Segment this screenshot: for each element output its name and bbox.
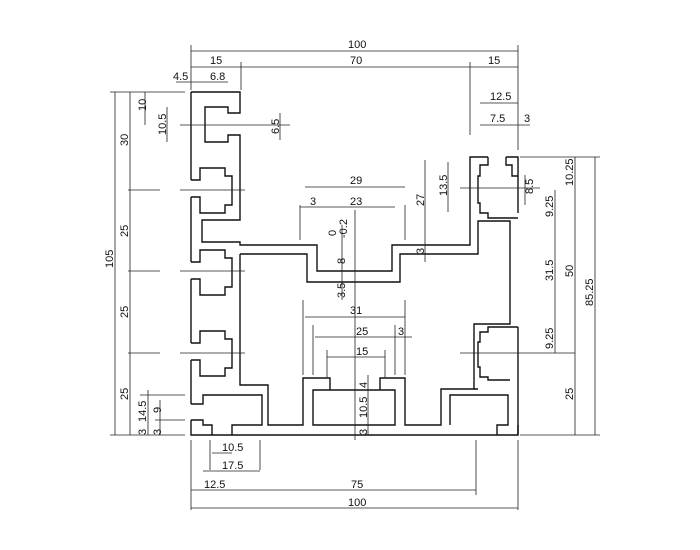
dim-9: 9: [152, 407, 164, 413]
dim-15-left: 15: [210, 55, 222, 67]
dim-31-5: 31.5: [544, 260, 556, 281]
dim-31: 31: [350, 305, 362, 317]
aluminium-profile-outline: [190, 91, 519, 436]
dim-27: 27: [415, 194, 427, 206]
dim-25-center: 25: [356, 326, 368, 338]
dim-9-25-b: 9.25: [544, 328, 556, 349]
dim-3-center-top: 3: [310, 196, 316, 208]
dim-50: 50: [564, 265, 576, 277]
dim-10-25: 10.25: [564, 158, 576, 186]
bottom-left-slot: [191, 394, 263, 435]
dim-8: 8: [336, 258, 348, 264]
center-bottom-slot: [312, 389, 396, 426]
left-slot-2: [191, 249, 233, 296]
tolerance-upper: 0: [327, 230, 339, 236]
dim-25-c: 25: [119, 388, 131, 400]
dim-10-5-center: 10.5: [358, 397, 370, 418]
construction-lines: [110, 45, 600, 510]
dim-6-8: 6.8: [210, 71, 225, 83]
dim-4: 4: [358, 382, 370, 388]
dim-17-5: 17.5: [222, 460, 243, 472]
dim-overall-width-top: 100: [348, 39, 366, 51]
left-slot-3: [191, 330, 233, 377]
dimension-labels: 100 15 70 15 4.5 6.8 12.5 7.5 3 105 30 2…: [104, 39, 596, 509]
dim-4-5: 4.5: [173, 71, 188, 83]
tolerance-lower: -0.2: [338, 219, 350, 238]
dim-23: 23: [350, 196, 362, 208]
dim-3-center-base: 3: [358, 429, 370, 435]
dim-10-5-bottom: 10.5: [222, 442, 243, 454]
dim-14-5: 14.5: [137, 401, 149, 422]
dim-70: 70: [350, 55, 362, 67]
dim-3-5: 3.5: [336, 283, 348, 298]
left-slot-1: [191, 167, 233, 214]
left-column-inner-edge: [239, 220, 511, 426]
dim-6-5: 6.5: [270, 119, 282, 134]
dim-3-center-bottom: 3: [398, 326, 404, 338]
dim-29: 29: [350, 175, 362, 187]
dim-30: 30: [119, 134, 131, 146]
dim-12-5-top: 12.5: [490, 91, 511, 103]
dim-10: 10: [137, 99, 149, 111]
dimension-lines: [114, 50, 596, 509]
dim-3-web: 3: [415, 248, 427, 254]
dim-75: 75: [351, 479, 363, 491]
dim-3-left-b: 3: [152, 429, 164, 435]
dim-overall-width-bottom: 100: [348, 497, 366, 509]
dim-7-5: 7.5: [490, 113, 505, 125]
dim-25-a: 25: [119, 225, 131, 237]
dim-10-5-left: 10.5: [157, 114, 169, 135]
dim-3-left-a: 3: [137, 429, 149, 435]
dim-13-5: 13.5: [438, 175, 450, 196]
dim-25-right: 25: [564, 388, 576, 400]
dim-15-right: 15: [488, 55, 500, 67]
dim-height-105: 105: [104, 250, 116, 268]
dim-25-b: 25: [119, 306, 131, 318]
top-right-slot: [477, 157, 518, 219]
dim-12-5-bottom: 12.5: [204, 479, 225, 491]
bottom-right-slot: [449, 394, 519, 435]
dim-3-topright: 3: [524, 113, 530, 125]
left-column-outline: [190, 91, 519, 436]
dim-15-center: 15: [356, 346, 368, 358]
dim-9-25-a: 9.25: [544, 196, 556, 217]
dim-85-25: 85.25: [584, 278, 596, 306]
right-middle-slot: [474, 326, 518, 390]
dim-8-5: 8.5: [524, 179, 536, 194]
